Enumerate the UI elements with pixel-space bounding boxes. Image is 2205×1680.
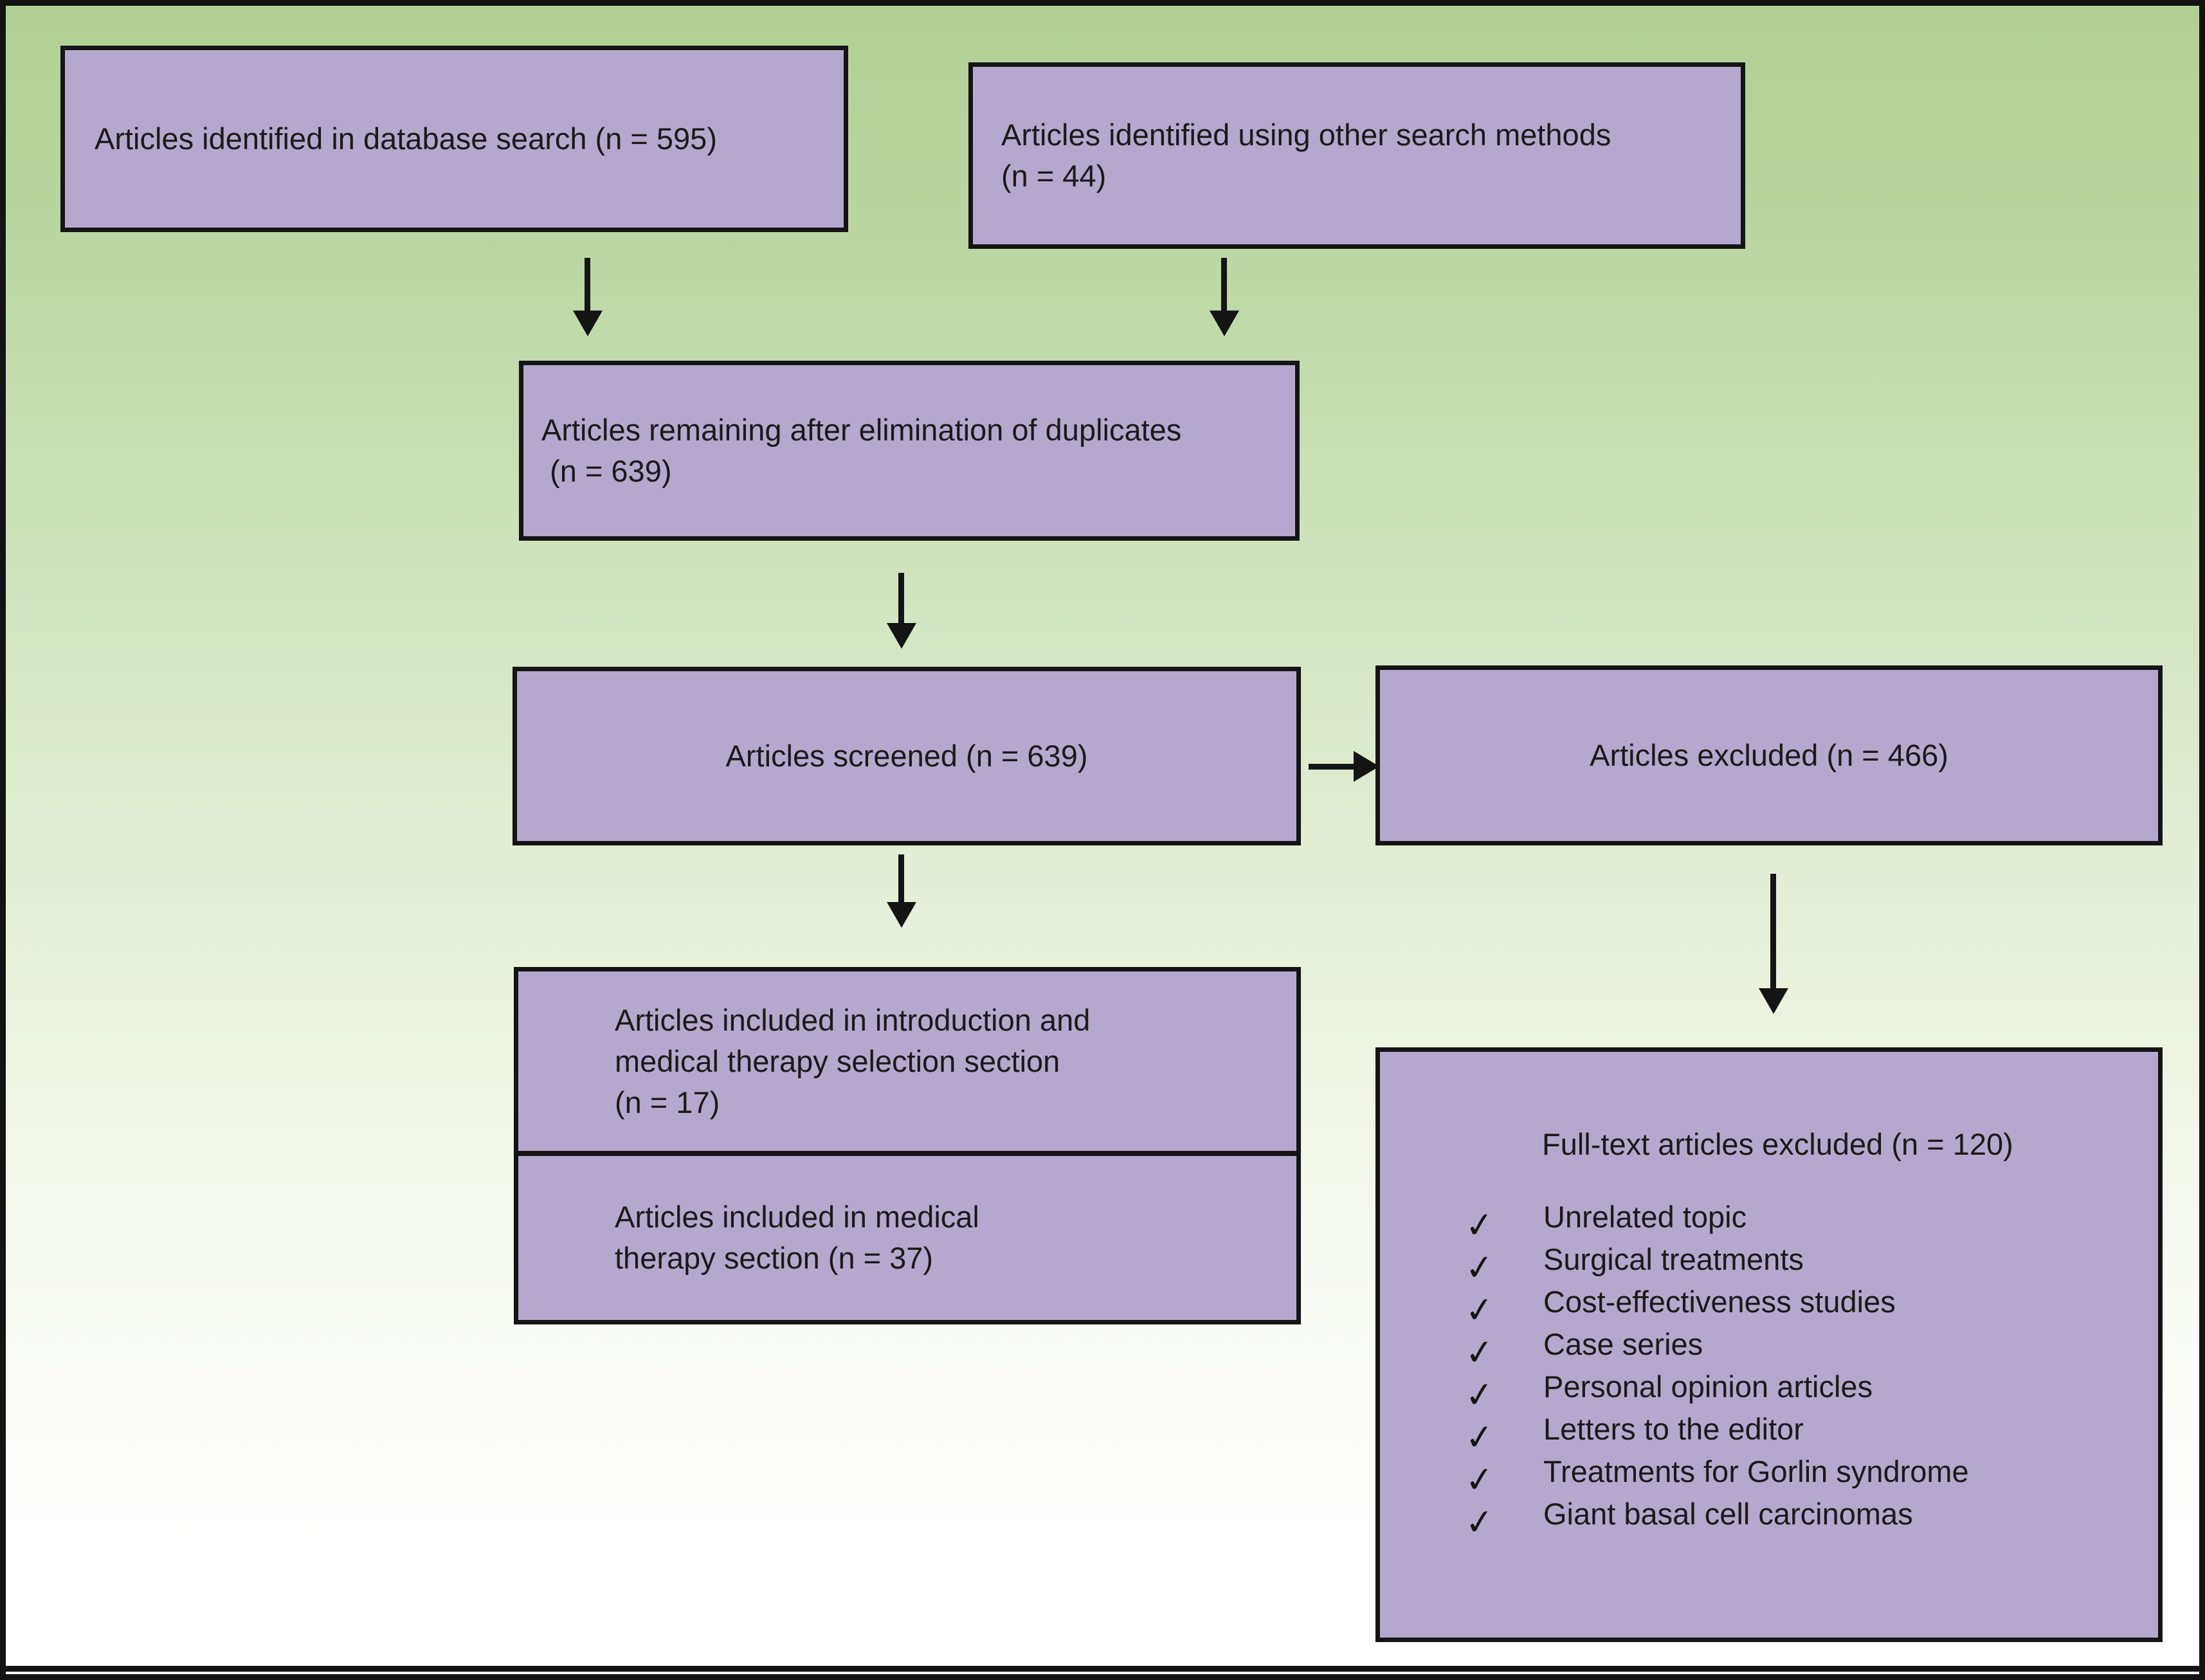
box-articles-identified-database: Articles identified in database search (… [60, 46, 848, 232]
excluded-reason-label: Surgical treatments [1543, 1242, 1804, 1276]
excluded-reason-row: ✓ Surgical treatments [1380, 1238, 2158, 1288]
arrow-head-down-icon [1210, 311, 1239, 336]
arrow-screened-to-excluded [1309, 751, 1381, 782]
box-text-line: Articles identified in database search (… [95, 122, 717, 156]
box-text-line: (n = 44) [1001, 159, 1107, 193]
arrow-shaft [898, 573, 904, 624]
excluded-reason-label: Treatments for Gorlin syndrome [1543, 1454, 1969, 1488]
box-articles-identified-other: Articles identified using other search m… [968, 62, 1745, 249]
box-articles-screened: Articles screened (n = 639) [513, 667, 1301, 845]
arrow-shaft [898, 854, 904, 903]
excluded-reason-label: Unrelated topic [1543, 1200, 1747, 1234]
arrow-head-down-icon [573, 311, 603, 336]
box-articles-excluded: Articles excluded (n = 466) [1375, 665, 2163, 845]
box-text-line: therapy section (n = 37) [615, 1241, 934, 1275]
arrow-head-down-icon [1759, 988, 1788, 1014]
box-text-line: Articles included in medical [615, 1200, 979, 1234]
box-articles-included-intro: Articles included in introduction and me… [518, 971, 1296, 1156]
arrow-shaft [1309, 764, 1355, 770]
box-text-line: Articles identified using other search m… [1001, 118, 1611, 152]
fulltext-excluded-title: Full-text articles excluded (n = 120) [1542, 1127, 2013, 1161]
arrow-shaft [1221, 258, 1227, 312]
box-text-line: Articles remaining after elimination of … [541, 413, 1182, 447]
excluded-reason-row: ✓ Letters to the editor [1380, 1408, 2158, 1458]
excluded-reason-label: Giant basal cell carcinomas [1543, 1497, 1913, 1531]
box-fulltext-excluded: Full-text articles excluded (n = 120) ✓ … [1375, 1047, 2163, 1642]
box-articles-included-split: Articles included in introduction and me… [514, 967, 1301, 1324]
box-text-line: (n = 17) [615, 1085, 720, 1119]
box-text-line: Articles excluded (n = 466) [1590, 738, 1948, 772]
arrow-head-down-icon [887, 902, 916, 928]
excluded-reason-row: ✓ Cost-effectiveness studies [1380, 1281, 2158, 1331]
arrow-shaft [585, 258, 590, 312]
check-icon: ✓ [1463, 1501, 1496, 1544]
excluded-reason-label: Personal opinion articles [1543, 1369, 1873, 1404]
box-text-line: medical therapy selection section [615, 1043, 1060, 1078]
box-text-line: Articles screened (n = 639) [725, 739, 1088, 773]
box-articles-after-duplicates: Articles remaining after elimination of … [519, 361, 1300, 541]
arrow-shaft [1770, 874, 1776, 989]
excluded-reason-label: Case series [1543, 1327, 1703, 1361]
excluded-reason-label: Cost-effectiveness studies [1543, 1285, 1896, 1319]
excluded-reason-row: ✓ Personal opinion articles [1380, 1366, 2158, 1416]
arrow-head-right-icon [1354, 751, 1379, 782]
box-text-line: (n = 639) [541, 454, 672, 488]
box-text-line: Articles included in introduction and [615, 1002, 1091, 1037]
excluded-reason-row: ✓ Giant basal cell carcinomas [1380, 1493, 2158, 1543]
arrow-head-down-icon [887, 623, 916, 649]
excluded-reason-row: ✓ Case series [1380, 1323, 2158, 1373]
excluded-reason-row: ✓ Treatments for Gorlin syndrome [1380, 1450, 2158, 1501]
box-articles-included-medical: Articles included in medical therapy sec… [518, 1156, 1296, 1319]
bottom-double-rule [6, 1666, 2199, 1672]
excluded-reason-row: ✓ Unrelated topic [1380, 1196, 2158, 1246]
excluded-reason-label: Letters to the editor [1543, 1412, 1804, 1446]
